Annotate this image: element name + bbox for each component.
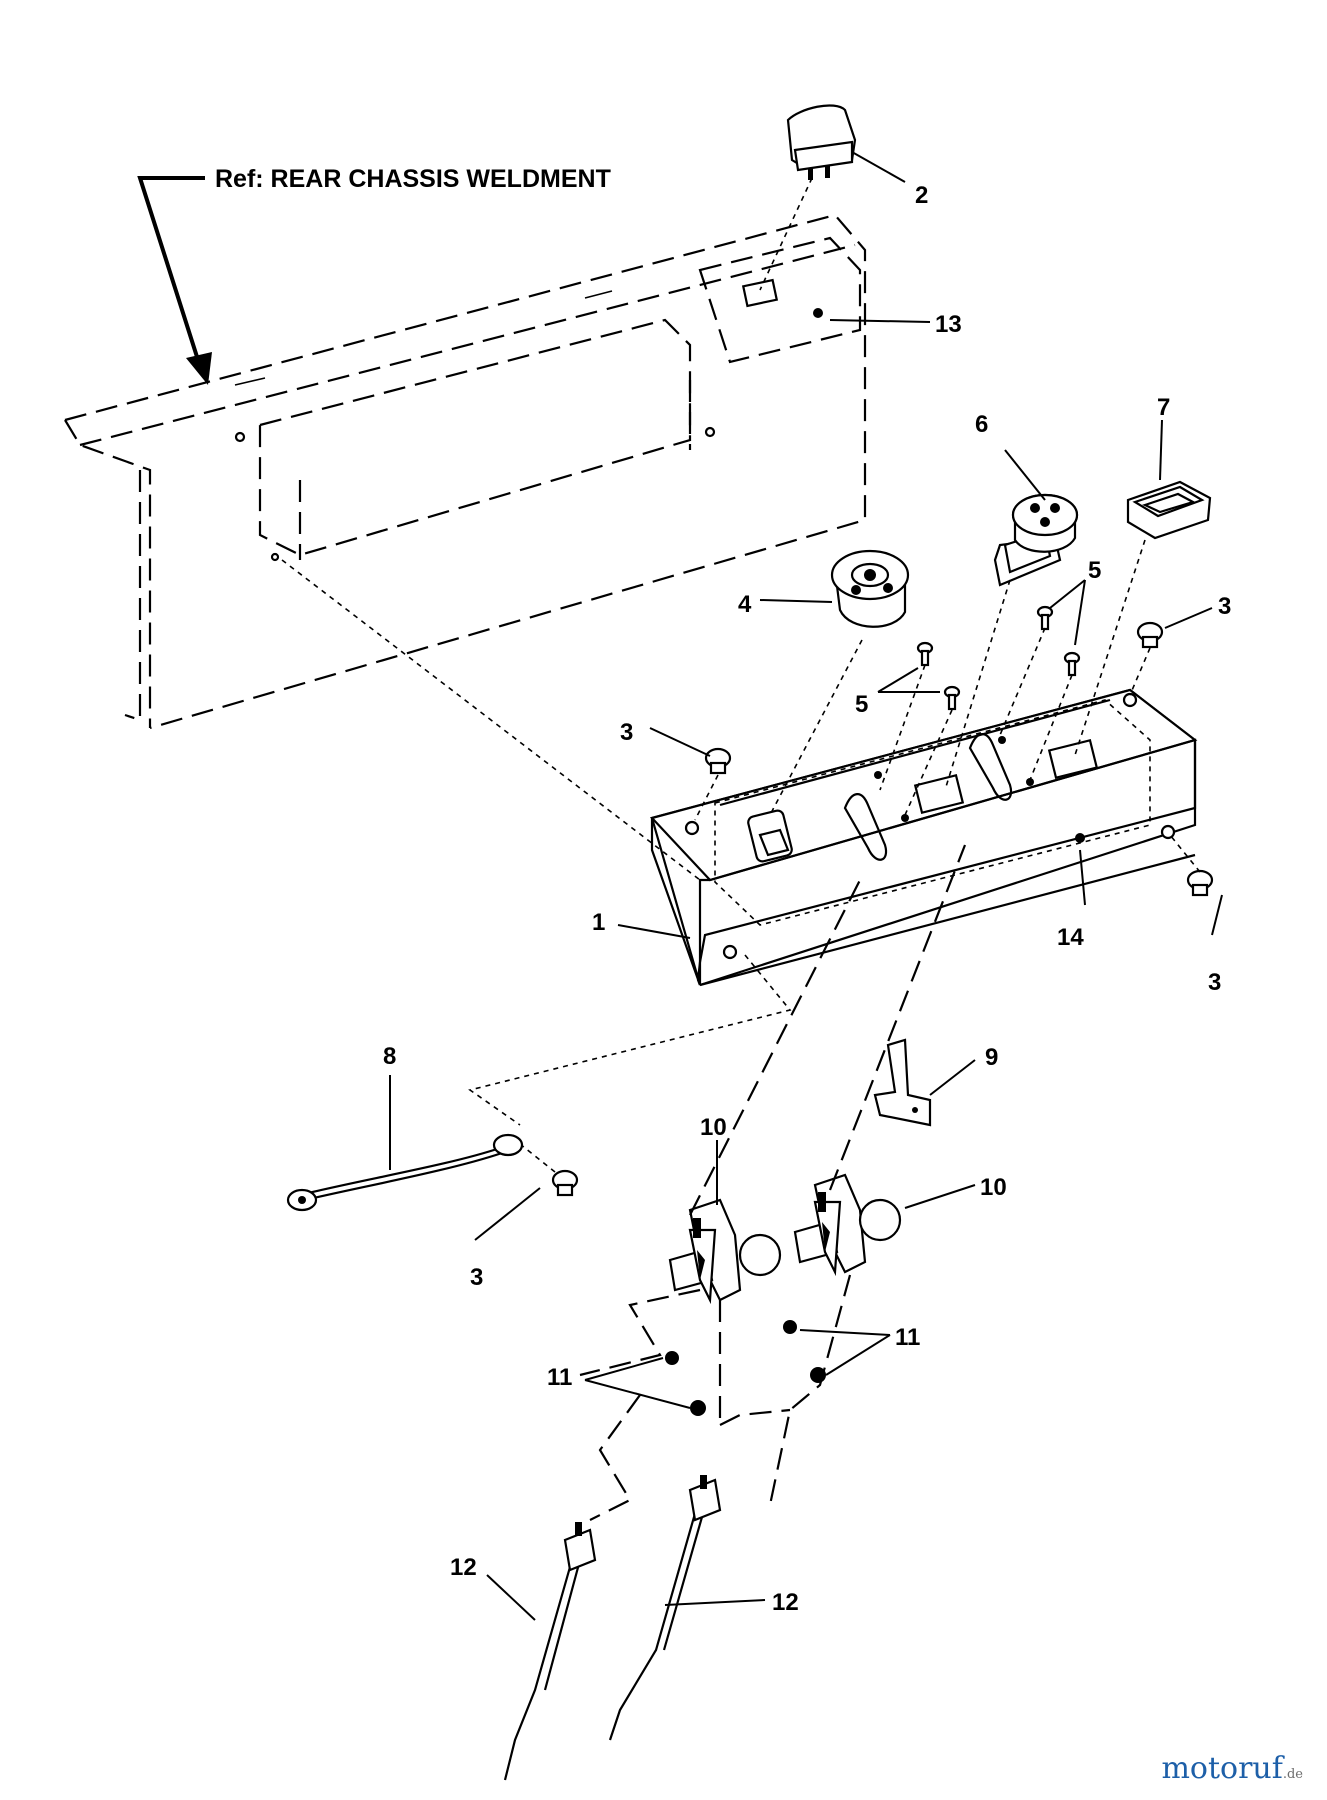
pto-switch <box>944 493 1079 791</box>
ignition-switch <box>769 549 910 816</box>
control-panel <box>649 688 1198 987</box>
nuts-11 <box>665 1320 826 1416</box>
callout-14: 14 <box>1057 924 1084 951</box>
watermark: motoruf.de <box>1161 1751 1303 1786</box>
callout-12-left: 12 <box>450 1554 477 1581</box>
callout-3-upper-right: 3 <box>1218 593 1231 620</box>
lever-left <box>668 1198 782 1305</box>
callout-8: 8 <box>383 1043 396 1070</box>
callout-13: 13 <box>935 311 962 338</box>
callout-3-lower-left: 3 <box>470 1264 483 1291</box>
lever-right <box>793 1173 902 1277</box>
callout-3-left: 3 <box>620 719 633 746</box>
bracket-9 <box>873 1038 932 1127</box>
callout-5-right: 5 <box>1088 557 1101 584</box>
callout-11-left: 11 <box>547 1364 572 1391</box>
callout-10-left: 10 <box>700 1114 727 1141</box>
rocker-switch <box>759 104 857 291</box>
callout-1: 1 <box>592 909 605 936</box>
leader-lines <box>389 151 1223 1621</box>
cable-right <box>608 1475 722 1741</box>
callout-6: 6 <box>975 411 988 438</box>
reference-label: Ref: REAR CHASSIS WELDMENT <box>215 165 611 193</box>
callout-2: 2 <box>915 182 928 209</box>
callout-7: 7 <box>1157 394 1170 421</box>
callout-10-right: 10 <box>980 1174 1007 1201</box>
ground-cable <box>286 1133 524 1212</box>
hour-meter <box>1074 480 1212 756</box>
rear-chassis-weldment <box>64 213 867 730</box>
callout-12-right: 12 <box>772 1589 799 1616</box>
callout-3-lower-right: 3 <box>1208 969 1221 996</box>
cable-left <box>503 1522 597 1781</box>
callout-11-right: 11 <box>895 1324 920 1351</box>
watermark-brand: motoruf <box>1161 1751 1283 1786</box>
callout-5-left: 5 <box>855 691 868 718</box>
screws-5 <box>879 605 1081 816</box>
callout-9: 9 <box>985 1044 998 1071</box>
watermark-suffix: .de <box>1282 1767 1303 1782</box>
reference-arrow <box>137 176 212 385</box>
callout-4: 4 <box>738 591 752 618</box>
